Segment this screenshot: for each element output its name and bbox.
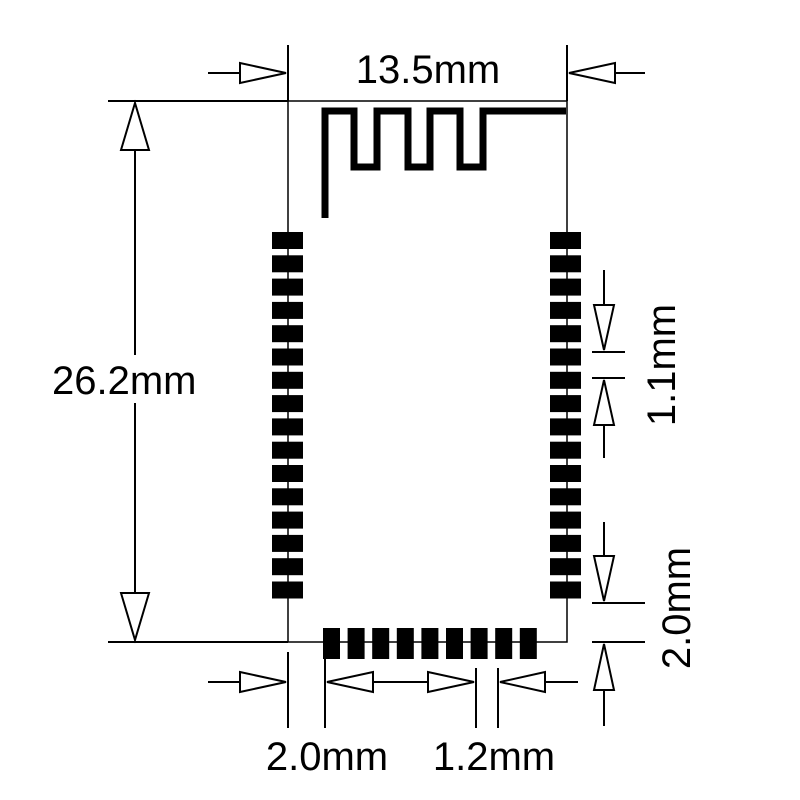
left-pad [272,301,303,319]
bottom-pad-row [323,628,537,659]
height-arrow-bottom [119,592,151,644]
left-pad [272,511,303,529]
bottom-pin-pitch-label: 1.2mm [433,735,555,779]
bottom-pad [519,628,537,659]
bottom-pad [323,628,340,659]
right-pad [550,278,581,296]
left-pad [272,558,303,576]
height-label-background [52,355,220,403]
left-pad-row [272,232,303,599]
right-pad-row [550,232,581,599]
pitch-arrow-up [592,379,616,426]
left-pad [272,255,303,273]
left-pad [272,534,303,552]
bottom-pitch-arrow-left [499,670,546,694]
right-pad [550,441,581,459]
bottom-pad [495,628,513,659]
pitch-arrow-right [427,670,475,694]
right-pad [550,301,581,319]
bottom-offset-label: 2.0mm [266,735,388,779]
left-pad [272,325,303,343]
right-pad [550,558,581,576]
right-pad [550,395,581,413]
right-pad [550,465,581,482]
offset-arrow-right [239,670,287,694]
right-pad [550,232,581,249]
bottom-pad [396,628,414,659]
left-pad [272,371,303,389]
right-pad [550,511,581,529]
left-pad [272,581,303,599]
pin-pitch-label: 1.1mm [640,304,684,426]
bottom-pad [446,628,463,659]
left-pad [272,465,303,482]
left-pad [272,441,303,459]
left-pad [272,232,303,249]
right-pad [550,371,581,389]
left-pad [272,278,303,296]
clearance-arrow-up [592,643,616,691]
right-pad [550,488,581,506]
width-arrow-right [568,61,616,85]
right-pad [550,418,581,436]
height-label: 26.2mm [52,359,197,403]
left-pad [272,418,303,436]
bottom-pad [470,628,488,659]
bottom-clearance-label: 2.0mm [655,547,699,669]
offset-arrow-left [326,670,374,694]
bottom-pad [372,628,390,659]
width-arrow-left [239,61,287,85]
bottom-pad [421,628,439,659]
right-pad [550,348,581,366]
pitch-arrow-down [592,304,616,351]
height-arrow-top [119,99,151,151]
left-pad [272,348,303,366]
right-pad [550,325,581,343]
right-pad [550,255,581,273]
bottom-pad [347,628,365,659]
module-outline [287,100,568,643]
antenna-trace [321,107,566,218]
right-pad [550,581,581,599]
left-pad [272,395,303,413]
left-pad [272,488,303,506]
width-label: 13.5mm [356,48,501,92]
right-pad [550,534,581,552]
clearance-arrow-down [592,555,616,602]
